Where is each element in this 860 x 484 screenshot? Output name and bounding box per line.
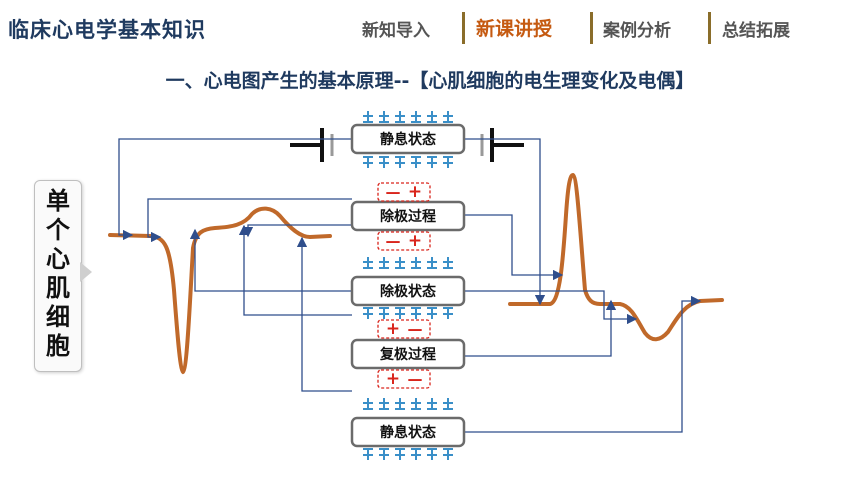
- battery-left-icon: [290, 128, 334, 162]
- state-box-rest-1: 静息状态: [350, 123, 466, 155]
- section-heading: 一、心电图产生的基本原理--【心肌细胞的电生理变化及电偶】: [165, 70, 695, 92]
- dipole-sign: +: [386, 319, 400, 339]
- state-box-depolarized: 除极状态: [350, 275, 466, 307]
- state-label: 复极过程: [379, 346, 436, 363]
- ion-charge-rows: [363, 111, 453, 460]
- dipole-sign: +: [386, 369, 400, 389]
- nav-separator: [708, 12, 711, 44]
- nav-item-summary[interactable]: 总结拓展: [722, 21, 790, 41]
- dipole-sign: —: [386, 232, 401, 250]
- dipole-sign: —: [408, 370, 423, 388]
- waveform-right: [508, 172, 724, 342]
- dipole-sign: —: [408, 320, 423, 338]
- state-label: 静息状态: [380, 424, 436, 441]
- dipole-box-1: — +: [377, 182, 431, 202]
- nav-separator: [590, 12, 593, 44]
- nav-item-intro[interactable]: 新知导入: [362, 21, 430, 41]
- side-label-text: 单个心肌细胞: [46, 187, 70, 360]
- dipole-box-4: + —: [377, 369, 431, 389]
- waveform-left: [108, 206, 332, 375]
- nav-item-case[interactable]: 案例分析: [603, 21, 671, 41]
- state-box-depolarizing: 除极过程: [350, 200, 466, 232]
- dipole-sign: +: [408, 231, 422, 251]
- dipole-box-3: + —: [377, 319, 431, 339]
- state-box-repolarizing: 复极过程: [350, 338, 466, 370]
- side-label-box: 单个心肌细胞: [34, 180, 82, 372]
- dipole-sign: —: [386, 183, 401, 201]
- top-bar: 临床心电学基本知识 新知导入 新课讲授 案例分析 总结拓展: [0, 0, 860, 62]
- state-label: 除极过程: [380, 208, 436, 225]
- battery-right-icon: [480, 128, 524, 162]
- side-arrow-icon: [80, 262, 92, 282]
- connector-lines: [118, 138, 702, 433]
- state-label: 静息状态: [380, 131, 436, 148]
- state-label: 除极状态: [380, 283, 436, 300]
- state-box-rest-2: 静息状态: [350, 416, 466, 448]
- course-title: 临床心电学基本知识: [8, 18, 206, 42]
- nav-separator: [462, 12, 465, 44]
- dipole-box-2: — +: [377, 231, 431, 251]
- dipole-sign: +: [408, 182, 422, 202]
- nav-item-lesson[interactable]: 新课讲授: [476, 18, 553, 40]
